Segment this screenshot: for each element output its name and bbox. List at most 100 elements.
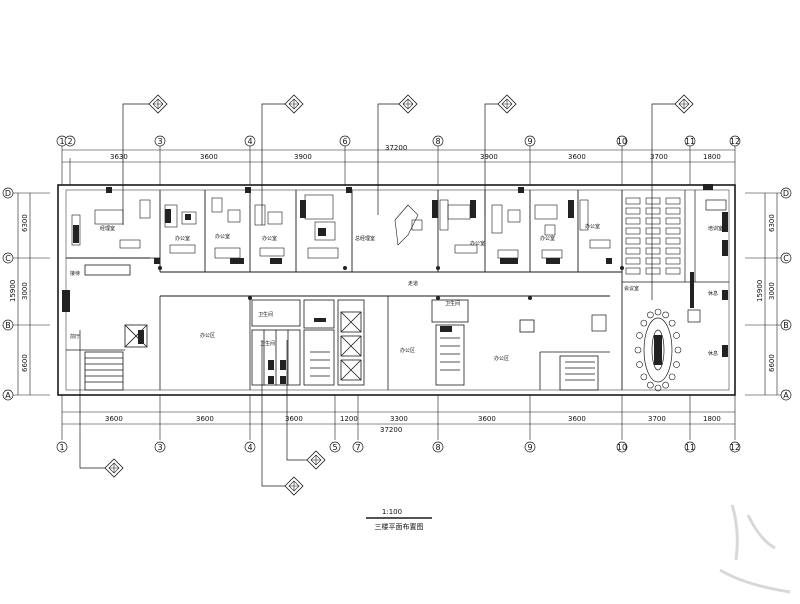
- axis-bubble-bottom-circle: [329, 441, 341, 453]
- axis-bubble-bottom: 8: [435, 443, 440, 452]
- training-seat: [625, 197, 641, 205]
- index-symbols: [104, 94, 694, 496]
- room-label: 办公室: [540, 235, 555, 242]
- watermark: [719, 504, 791, 594]
- drawing-caption: 1:100 三楼平面布置图: [366, 508, 432, 531]
- training-seat: [665, 237, 681, 245]
- axis-bubble-left: D: [5, 189, 11, 198]
- room-label: 办公室: [262, 235, 277, 242]
- side-dimension-values: 6300 15900 3000 6600 6300 15900 3000 660…: [9, 214, 776, 372]
- meeting-chair: [673, 361, 680, 368]
- axis-bubble-top: 4: [247, 137, 252, 146]
- axis-bubble-bottom: 1: [59, 443, 64, 452]
- training-seat: [645, 207, 661, 215]
- training-seat: [645, 267, 661, 275]
- dim-value: 3300: [390, 415, 408, 423]
- room-labels: 经理室 办公室 办公室 办公室 总经理室 办公室 办公室 办公室 办公区 办公区…: [70, 223, 723, 362]
- right-wing-dark-fills: [654, 184, 728, 365]
- axis-bubble-bottom: 7: [355, 443, 360, 452]
- index-diamond-hatch: [501, 98, 513, 110]
- index-leaders: [79, 103, 676, 487]
- axis-bubble-left: A: [5, 391, 11, 400]
- axis-bubble-bottom: 3: [157, 443, 162, 452]
- training-seat: [645, 257, 661, 265]
- dim-value: 3600: [478, 415, 496, 423]
- meeting-chair: [668, 319, 676, 327]
- axis-bubble-bottom: 9: [527, 443, 532, 452]
- dim-value: 1800: [703, 153, 721, 161]
- dim-value: 3600: [568, 153, 586, 161]
- axis-bubble-left-circle: [2, 252, 14, 264]
- dim-value: 1800: [703, 415, 721, 423]
- index-diamond-hatch: [402, 98, 414, 110]
- dim-value: 6300: [768, 214, 776, 232]
- axis-bubble-top-circle: [154, 135, 166, 147]
- office-dark-fills: [62, 187, 624, 312]
- training-seat: [665, 217, 681, 225]
- training-seat: [665, 267, 681, 275]
- axis-bubble-right: C: [783, 254, 789, 263]
- axis-bubble-bottom-circle: [729, 441, 741, 453]
- training-seat: [665, 257, 681, 265]
- axis-bubble-top: 2: [67, 137, 72, 146]
- training-seat: [645, 227, 661, 235]
- index-diamond-hatch: [288, 98, 300, 110]
- axis-bubble-bottom-circle: [352, 441, 364, 453]
- meeting-chair: [636, 361, 643, 368]
- room-label: 前厅: [70, 333, 80, 340]
- axis-bubble-bottom: 11: [685, 443, 695, 452]
- axis-bubble-right-circle: [780, 389, 792, 401]
- axis-bubble-bottom-circle: [432, 441, 444, 453]
- room-label: 办公室: [470, 240, 485, 247]
- axis-bubble-top-circle: [524, 135, 536, 147]
- dim-value: 6300: [21, 214, 29, 232]
- room-label: 办公区: [494, 355, 509, 362]
- training-seat: [645, 247, 661, 255]
- dim-value: 3000: [21, 282, 29, 300]
- training-seat: [625, 217, 641, 225]
- caption-scale: 1:100: [382, 508, 402, 516]
- bottom-dimension-values: 3600 3600 3600 1200 3300 37200 3600 3600…: [105, 415, 721, 434]
- room-label: 办公室: [175, 235, 190, 242]
- dim-value: 3700: [650, 153, 668, 161]
- training-seat: [645, 217, 661, 225]
- room-label: 休息: [708, 350, 718, 357]
- dim-value: 6600: [768, 354, 776, 372]
- dim-value: 1200: [340, 415, 358, 423]
- axis-bubble-bottom: 10: [617, 443, 627, 452]
- caption-title: 三楼平面布置图: [375, 522, 424, 531]
- room-label: 经理室: [100, 225, 115, 232]
- meeting-chair: [640, 319, 648, 327]
- room-label: 走道: [408, 280, 418, 287]
- axis-bubble-left: C: [5, 254, 11, 263]
- axis-bubble-right: A: [783, 391, 789, 400]
- meeting-chair: [662, 311, 669, 319]
- dim-value: 3000: [768, 282, 776, 300]
- meeting-chair: [662, 381, 669, 389]
- meeting-chair: [647, 311, 654, 319]
- dim-value: 3630: [110, 153, 128, 161]
- axis-bubble-top: 1: [59, 137, 64, 146]
- dim-value: 37200: [385, 144, 407, 152]
- dim-value: 3600: [105, 415, 123, 423]
- axis-bubble-bottom-circle: [56, 441, 68, 453]
- room-label: 办公区: [400, 347, 415, 354]
- axis-bubble-top-circle: [616, 135, 628, 147]
- index-diamond-hatch: [152, 98, 164, 110]
- right-wing: [591, 190, 729, 383]
- room-label: 总经理室: [355, 235, 375, 242]
- training-seat: [625, 247, 641, 255]
- axis-bubble-left-circle: [2, 187, 14, 199]
- dim-value: 3600: [285, 415, 303, 423]
- training-seat: [665, 197, 681, 205]
- dim-value: 3900: [480, 153, 498, 161]
- axis-bubble-top: 12: [730, 137, 740, 146]
- axis-bubble-top: 3: [157, 137, 162, 146]
- index-diamond-hatch: [108, 462, 120, 474]
- room-label: 卫生间: [260, 340, 275, 347]
